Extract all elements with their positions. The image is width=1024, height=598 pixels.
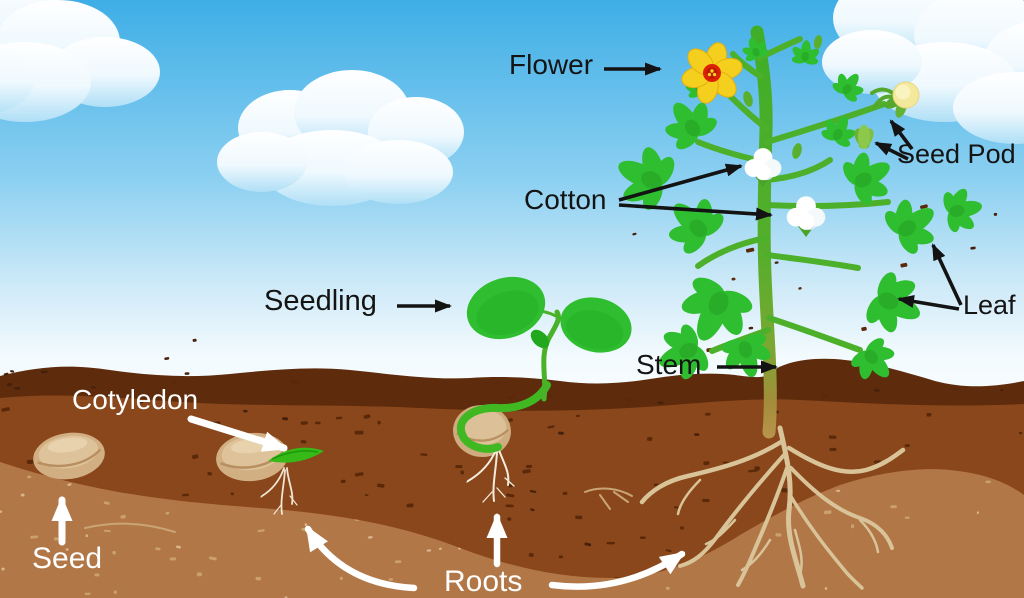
cloud-middle xyxy=(217,70,464,206)
seed-pod-arrow-1 xyxy=(889,119,914,151)
seedling-leaf-left xyxy=(466,276,546,340)
seedling-plant xyxy=(466,276,632,402)
roots-arrow-right xyxy=(548,550,686,590)
cotyledon-label: Cotyledon xyxy=(72,384,199,415)
seedling-leaf-small xyxy=(530,329,550,349)
roots-label: Roots xyxy=(444,565,523,598)
soil-rootlet-decor xyxy=(84,487,633,533)
leaf-arrow-1 xyxy=(931,243,963,306)
seed-pod xyxy=(870,81,920,118)
stem-label: Stem xyxy=(636,349,702,380)
cloud-top-left xyxy=(0,0,160,122)
cotton-arrow-1 xyxy=(618,163,743,202)
germinating-shoot xyxy=(456,381,551,453)
mature-plant-roots xyxy=(639,425,906,590)
seed-stage-3 xyxy=(453,381,551,503)
soil-light-mounds xyxy=(0,462,1024,598)
leaf-arrow-2 xyxy=(897,295,960,311)
seed-stage-2-roots xyxy=(260,467,298,515)
seed-pod-arrow-2 xyxy=(874,141,909,161)
seedling-leaf-right xyxy=(560,297,632,353)
cotton-label: Cotton xyxy=(524,184,607,215)
black-arrows xyxy=(397,62,963,374)
flower xyxy=(681,42,743,104)
seed-label: Seed xyxy=(32,542,103,575)
cotton-arrow-2 xyxy=(618,203,773,221)
flower-label: Flower xyxy=(509,49,594,80)
green-boll xyxy=(854,125,874,149)
roots-arrow-left xyxy=(304,525,418,592)
seedling-label: Seedling xyxy=(264,285,377,317)
buds xyxy=(743,35,823,159)
leaf-label: Leaf xyxy=(963,290,1016,320)
seed-stage-3-roots xyxy=(466,449,515,503)
seed-pod-label: Seed Pod xyxy=(897,139,1016,169)
seed-stage-1 xyxy=(33,432,105,480)
cotyledon-arrow xyxy=(187,415,288,452)
white-arrows xyxy=(51,415,686,592)
cloud-top-right xyxy=(822,0,1024,144)
